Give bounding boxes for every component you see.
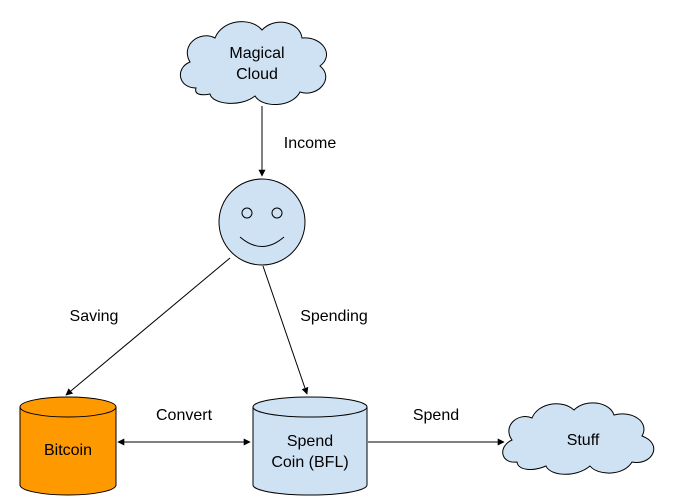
bitcoin-cylinder-top <box>19 396 117 418</box>
bitcoin-node[interactable]: Bitcoin <box>19 396 117 496</box>
spend-label: Spend <box>413 407 459 424</box>
magical-cloud-node[interactable]: Magical Cloud <box>180 21 327 105</box>
right-eye-icon <box>271 207 283 219</box>
stuff-cloud-shape <box>502 402 655 475</box>
saving-arrow <box>65 257 231 396</box>
spend-coin-node[interactable]: Spend Coin (BFL) <box>252 396 368 496</box>
spend-coin-label-line1: Spend <box>287 433 333 450</box>
bitcoin-label: Bitcoin <box>44 442 92 459</box>
left-eye-icon <box>241 207 253 219</box>
smiley-face-icon <box>218 178 306 266</box>
spend-coin-cylinder-body <box>252 407 368 496</box>
income-label: Income <box>284 135 337 152</box>
convert-label: Convert <box>156 407 213 424</box>
stuff-label: Stuff <box>567 432 600 449</box>
saving-label: Saving <box>70 308 119 325</box>
stuff-node[interactable]: Stuff <box>502 402 655 475</box>
smile-icon <box>239 236 285 247</box>
spend-coin-label-line2: Coin (BFL) <box>271 454 348 471</box>
person-node[interactable] <box>218 178 306 266</box>
spending-label: Spending <box>300 308 368 325</box>
cloud-label-line1: Magical <box>229 45 284 62</box>
cloud-shape <box>180 21 327 105</box>
spend-coin-cylinder-top <box>252 396 368 418</box>
cloud-label-line2: Cloud <box>236 66 278 83</box>
spending-arrow <box>262 265 309 395</box>
bitcoin-cylinder-body <box>19 407 117 496</box>
